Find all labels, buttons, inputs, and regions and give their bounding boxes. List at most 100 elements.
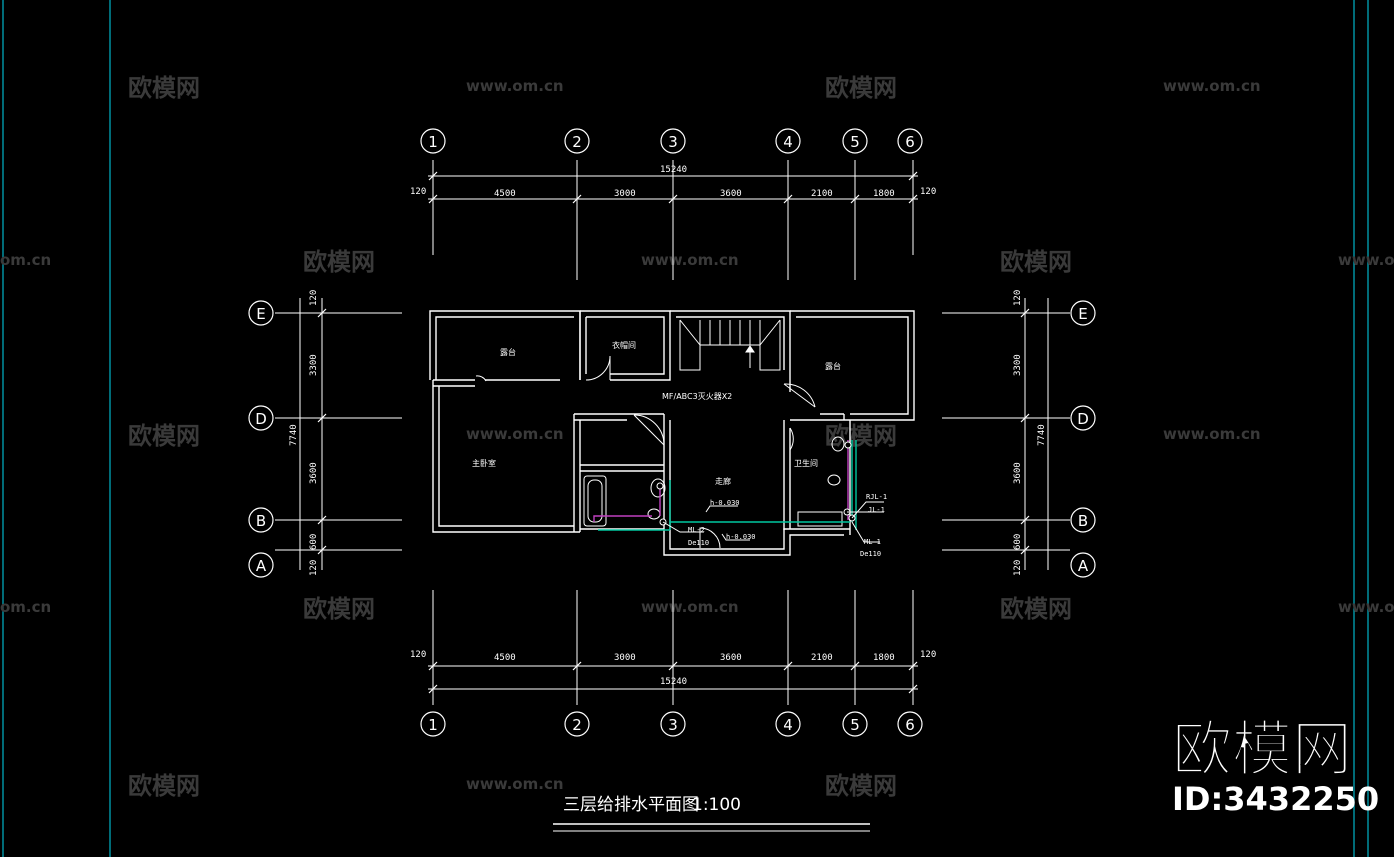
pipe-nodes [656, 441, 856, 526]
dim-total: 15240 [660, 165, 687, 175]
watermark-brand: 欧模网 [825, 422, 897, 450]
dim-seg: 1800 [873, 653, 895, 663]
dim-seg: 4500 [494, 189, 516, 199]
dim-seg: 3600 [720, 189, 742, 199]
dimension-ticks [317, 171, 1030, 694]
dimension-text-bottom: 15240 120 4500 3000 3600 2100 1800 120 [410, 650, 936, 687]
axis-bubbles [248, 128, 1096, 737]
watermark-url: www.om.cn [1163, 425, 1261, 443]
watermark-brand: 欧模网 [128, 74, 200, 102]
dim-seg: 4500 [494, 653, 516, 663]
dim-seg: 3600 [309, 462, 319, 484]
dim-seg: 3000 [614, 653, 636, 663]
brand-id: ID:3432250 [1172, 780, 1379, 818]
dim-seg: 2100 [811, 189, 833, 199]
dim-seg: 3300 [1013, 354, 1023, 376]
dim-total: 7740 [289, 424, 299, 446]
axis-label-x: 6 [905, 133, 915, 151]
watermark-url: www.om.cn [641, 598, 739, 616]
room-label-master-bedroom: 主卧室 [472, 458, 496, 468]
axis-label-y: A [256, 557, 267, 575]
axis-label-x: 1 [428, 716, 438, 734]
watermark-url: om.cn [0, 598, 51, 616]
dim-seg: 120 [410, 187, 426, 197]
watermark-brand: 欧模网 [825, 772, 897, 800]
building-walls [429, 310, 915, 556]
room-label-balcony: 露台 [825, 361, 841, 371]
watermark-url: www.om.cn [641, 251, 739, 269]
watermark-url: www.om.cn [466, 775, 564, 793]
axis-label-x: 5 [850, 716, 860, 734]
watermark-url: www.om.cn [1163, 77, 1261, 95]
watermark-url: www.om.cn [466, 77, 564, 95]
watermark-brand: 欧模网 [303, 248, 375, 276]
dim-seg: 1800 [873, 189, 895, 199]
axis-label-y: A [1078, 557, 1089, 575]
dimension-text-top: 15240 120 4500 3000 3600 2100 1800 120 [410, 165, 936, 199]
pipe-label: ML-2 [688, 526, 705, 534]
dim-seg: 3600 [720, 653, 742, 663]
axis-label-x: 3 [668, 133, 678, 151]
dim-seg: 3600 [1013, 462, 1023, 484]
watermark-url: www.o [1338, 598, 1394, 616]
dim-seg: 120 [1013, 560, 1023, 576]
dim-seg: 2100 [811, 653, 833, 663]
brand-logo: 欧模网 [1172, 715, 1352, 785]
dim-seg: 3000 [614, 189, 636, 199]
extinguisher-label: MF/ABC3灭火器X2 [662, 392, 732, 401]
room-label-corridor: 走廊 [715, 476, 731, 486]
pipe-label: De110 [860, 550, 881, 558]
drawing-title: 三层给排水平面图 1:100 [553, 795, 870, 832]
dim-seg: 120 [309, 290, 319, 306]
room-label-bathroom: 卫生间 [794, 458, 818, 468]
axis-label-x: 4 [783, 133, 793, 151]
axis-label-y: D [1077, 410, 1089, 428]
axis-label-x: 5 [850, 133, 860, 151]
pipe-label: JL-1 [868, 506, 885, 514]
dim-seg: 120 [410, 650, 426, 660]
dimension-text-right: 7740 120 3300 3600 600 120 [1013, 290, 1047, 576]
dim-seg: 600 [1013, 534, 1023, 550]
watermark-brand: 欧模网 [128, 422, 200, 450]
axis-label-x: 2 [572, 133, 582, 151]
dim-total: 15240 [660, 677, 687, 687]
bathroom-fixtures [583, 436, 845, 527]
dim-total: 7740 [1037, 424, 1047, 446]
brand-badge: 欧模网 ID:3432250 [1172, 715, 1380, 819]
watermark-brand: 欧模网 [825, 74, 897, 102]
stair-treads [679, 319, 781, 371]
axis-bubble-labels: 1 2 3 4 5 6 1 2 3 4 5 6 E D B A E D B A [255, 133, 1089, 734]
title-name: 三层给排水平面图 [563, 795, 699, 815]
watermark-url: www.om.cn [466, 425, 564, 443]
pipe-label: h-0.030 [710, 499, 740, 507]
dim-seg: 600 [309, 534, 319, 550]
axis-label-y: E [256, 305, 265, 323]
room-label-storage: 衣帽间 [612, 340, 636, 350]
pipe-label: RJL-1 [866, 493, 887, 501]
axis-label-y: D [255, 410, 267, 428]
grid-axis-lines [275, 160, 1070, 705]
dim-seg: 120 [920, 187, 936, 197]
room-label-balcony: 露台 [500, 347, 516, 357]
water-supply-lines [598, 440, 857, 531]
room-labels: 露台 衣帽间 露台 主卧室 走廊 卫生间 MF/ABC3灭火器X2 [472, 340, 841, 486]
dim-seg: 120 [309, 560, 319, 576]
watermark-url: www.o [1338, 251, 1394, 269]
pipe-leaders [662, 501, 884, 543]
axis-label-x: 3 [668, 716, 678, 734]
pipe-label: ML-1 [864, 538, 881, 546]
watermark-brand: 欧模网 [1000, 595, 1072, 623]
dim-seg: 3300 [309, 354, 319, 376]
axis-label-x: 6 [905, 716, 915, 734]
dim-seg: 120 [1013, 290, 1023, 306]
dim-seg: 120 [920, 650, 936, 660]
door-swings [475, 355, 816, 549]
axis-label-y: B [1078, 512, 1088, 530]
axis-label-y: E [1078, 305, 1087, 323]
watermark-layer: 欧模网 www.om.cn 欧模网 www.om.cn om.cn 欧模网 ww… [0, 74, 1394, 800]
axis-label-x: 4 [783, 716, 793, 734]
axis-label-x: 1 [428, 133, 438, 151]
pipe-label: h-0.030 [726, 533, 756, 541]
